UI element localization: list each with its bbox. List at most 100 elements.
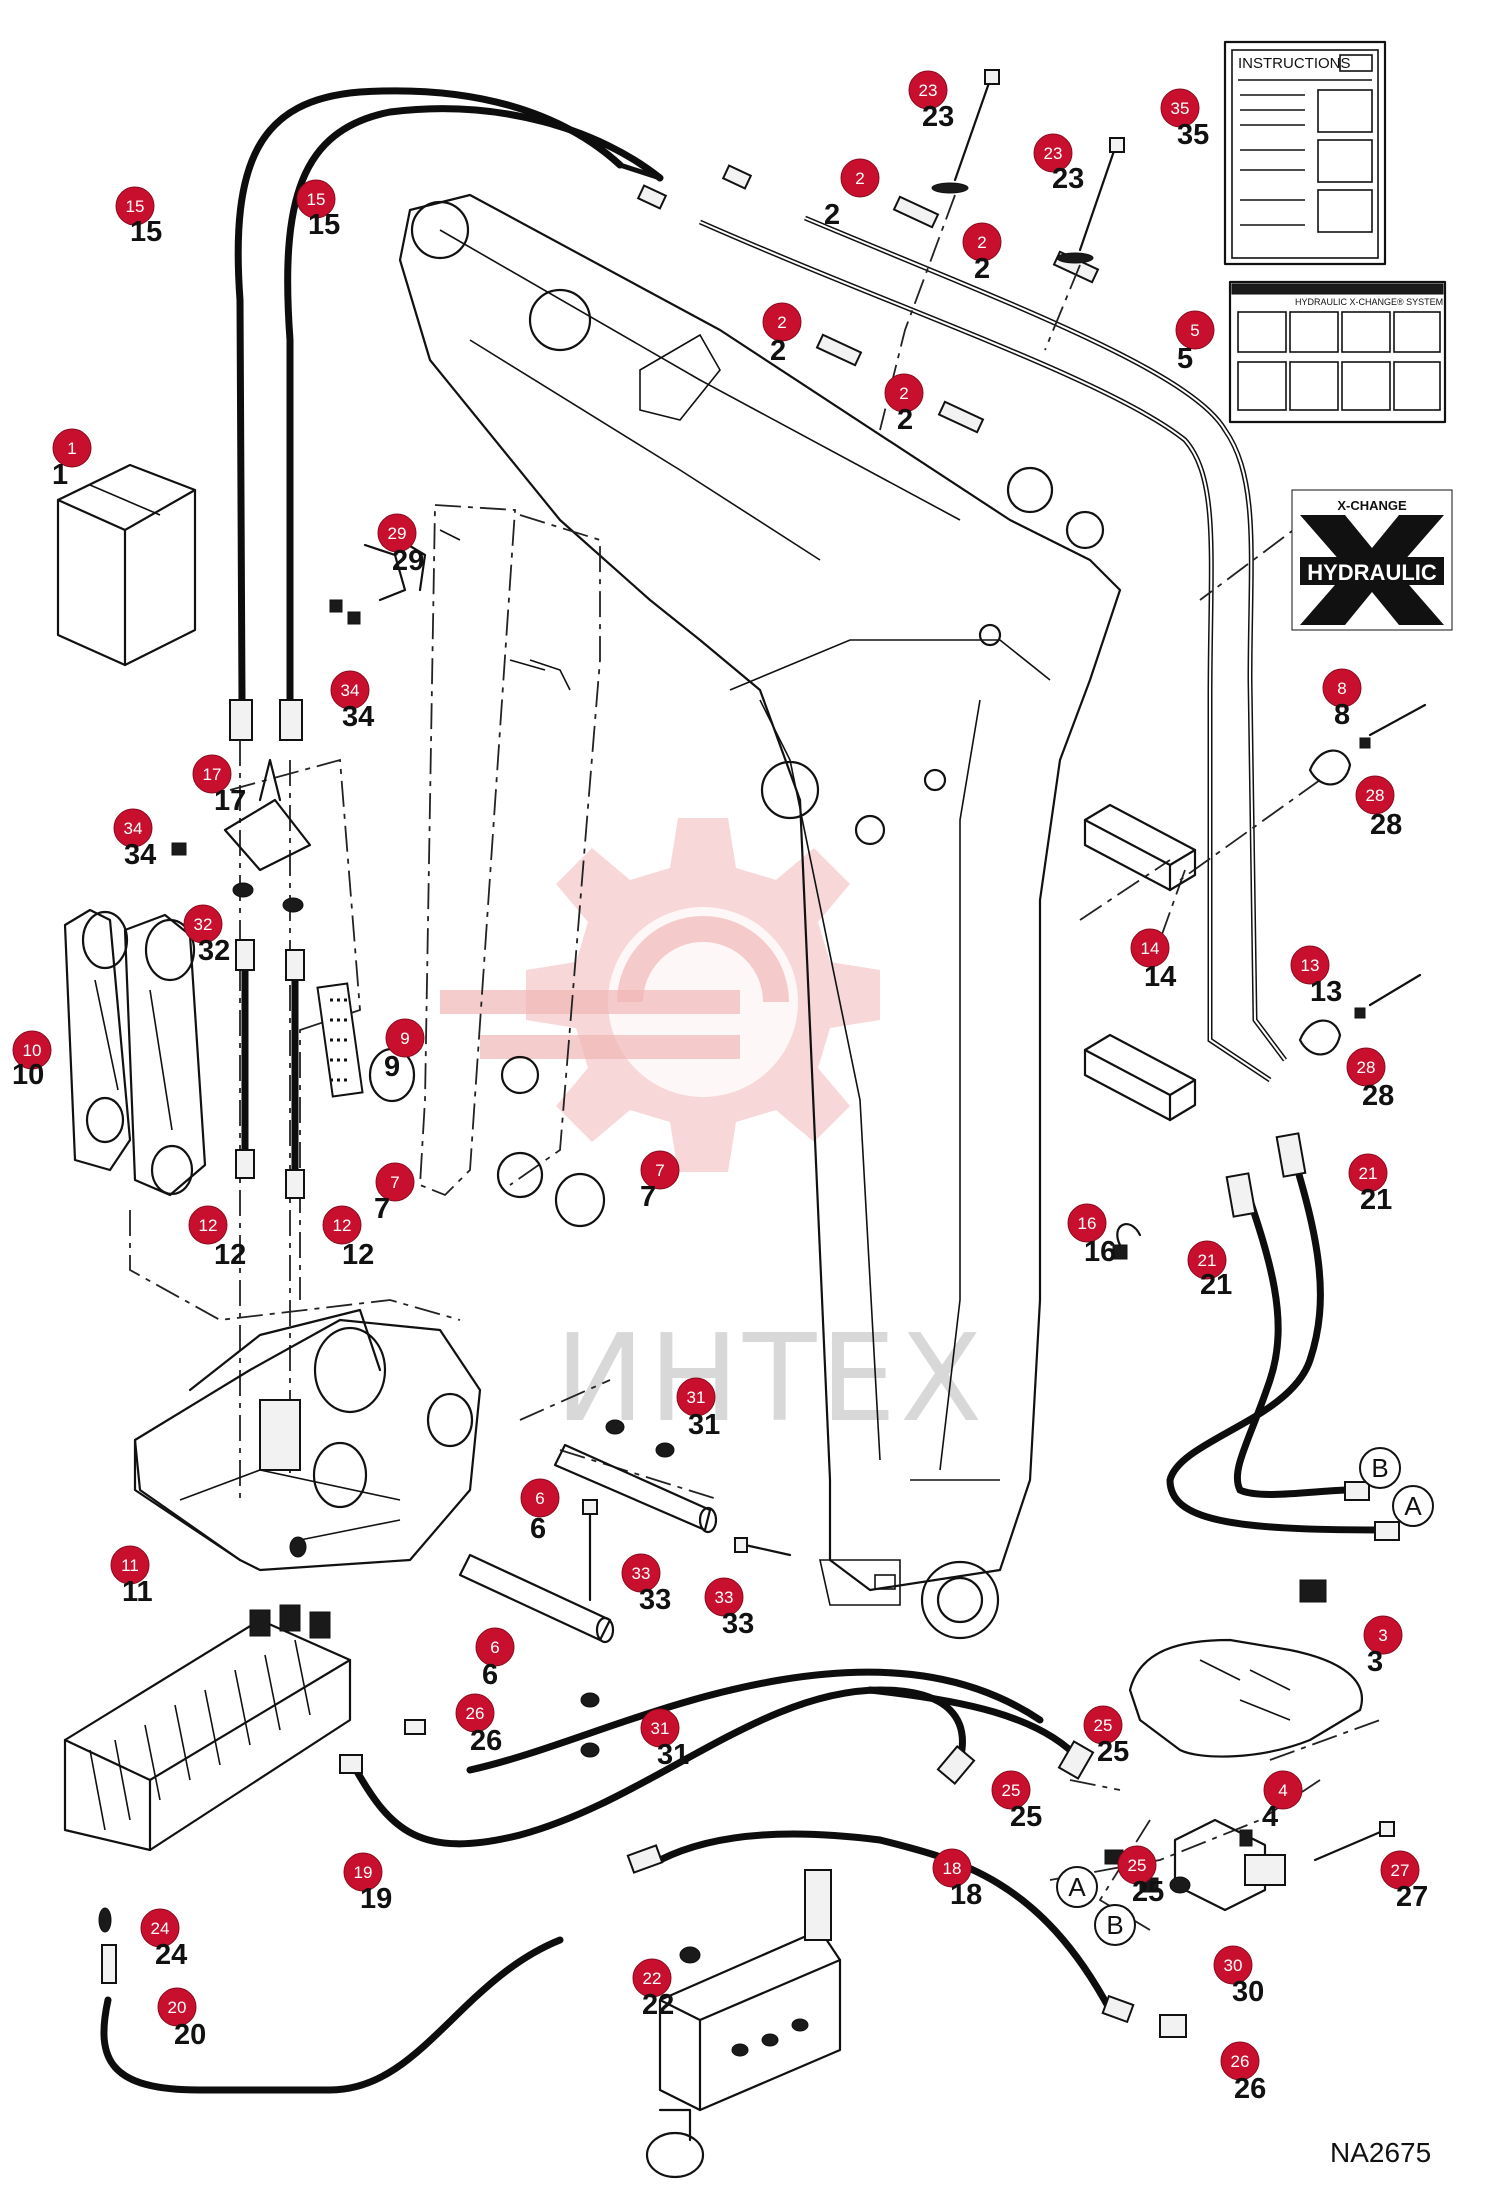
tube-clamp-blocks: [1083, 803, 1197, 1260]
bolt-23-set: [931, 69, 1125, 264]
callout-1: 11: [52, 428, 92, 491]
callout-8: 88: [1322, 668, 1362, 731]
callout-badge-number: 2: [899, 384, 908, 403]
callout-badge-number: 2: [777, 313, 786, 332]
callout-5: 55: [1175, 310, 1215, 375]
callout-number: 14: [1144, 961, 1176, 993]
callout-number: 6: [482, 1659, 498, 1691]
callout-badge: [1263, 1770, 1303, 1810]
callout-2: 22: [884, 373, 924, 436]
callout-badge: [385, 1018, 425, 1058]
callout-number: 12: [342, 1239, 374, 1271]
kit-box: [56, 463, 197, 667]
diagram-code: NA2675: [1330, 2137, 1431, 2168]
sleeve-9-and-orings: [316, 982, 606, 1228]
callout-number: 17: [214, 785, 246, 817]
callout-badge: [1355, 775, 1395, 815]
callout-badge: [1067, 1203, 1107, 1243]
manifold-block: [645, 1869, 842, 2179]
callout-badge: [1380, 1850, 1420, 1890]
watermark-text: ИНТЕХ: [555, 1310, 986, 1449]
system-decal: HYDRAULIC X-CHANGE® SYSTEM: [1228, 280, 1447, 424]
callout-badge-number: 4: [1278, 1781, 1287, 1800]
port-b-top: B: [1359, 1447, 1401, 1489]
callout-4: 44: [1262, 1770, 1303, 1833]
hoses-lower: [98, 1668, 1187, 2094]
callout-badge: [704, 1577, 744, 1617]
callout-badge: [1187, 1240, 1227, 1280]
callout-badge-number: 24: [151, 1919, 170, 1938]
callout-badge: [962, 222, 1002, 262]
callout-badge: [1160, 88, 1200, 128]
callout-badge: [183, 904, 223, 944]
callout-number: 3: [1367, 1646, 1383, 1678]
callout-badge-number: 6: [535, 1489, 544, 1508]
callout-2: 22: [962, 222, 1002, 285]
callout-badge: [1083, 1705, 1123, 1745]
svg-text:B: B: [1106, 1910, 1123, 1940]
callout-number: 4: [1262, 1801, 1278, 1833]
callout-number: 25: [1010, 1801, 1042, 1833]
callout-badge: [1117, 1845, 1157, 1885]
callout-number: 33: [639, 1584, 671, 1616]
callout-badge: [908, 70, 948, 110]
callout-number: 7: [640, 1181, 656, 1213]
callout-number: 28: [1370, 809, 1402, 841]
callout-badge-number: 29: [388, 524, 407, 543]
callout-number: 19: [360, 1883, 392, 1915]
callout-badge: [52, 428, 92, 468]
callout-badge: [1033, 133, 1073, 173]
callout-number: 34: [342, 701, 374, 733]
dipper-arm: [419, 504, 601, 1199]
callout-badge-number: 11: [121, 1556, 139, 1575]
callout-number: 2: [770, 335, 786, 367]
callout-number: 31: [688, 1409, 720, 1441]
callout-badge-number: 7: [655, 1161, 664, 1180]
x-change-decal: X-CHANGE HYDRAULIC: [1291, 489, 1453, 631]
clamps-28: [1298, 703, 1427, 1056]
callout-badge: [110, 1545, 150, 1585]
callout-badge-number: 2: [855, 169, 864, 188]
callout-badge: [1175, 310, 1215, 350]
callout-badge-number: 22: [643, 1969, 662, 1988]
pins-and-bolts: [458, 1419, 792, 1758]
bracket-17: [171, 758, 312, 913]
callout-number: 20: [174, 2019, 206, 2051]
callout-number: 18: [950, 1879, 982, 1911]
hose-12-pair: [235, 939, 305, 1199]
port-b-bottom: B: [1094, 1904, 1136, 1946]
watermark-gear-logo: [440, 818, 880, 1172]
callout-badge: [676, 1377, 716, 1417]
callout-number: 11: [122, 1576, 153, 1608]
callout-badge-number: 14: [1141, 939, 1160, 958]
callout-badge: [632, 1958, 672, 1998]
callout-badge: [377, 513, 417, 553]
callout-layer: 1122222222334455666677778899101011111212…: [12, 70, 1428, 2105]
instructions-title: INSTRUCTIONS: [1238, 55, 1351, 72]
callout-number: 23: [922, 101, 954, 133]
callout-badge-number: 28: [1366, 786, 1385, 805]
callout-badge-number: 23: [919, 81, 938, 100]
callout-badge: [640, 1150, 680, 1190]
callout-badge: [932, 1848, 972, 1888]
callout-number: 5: [1177, 343, 1193, 375]
callout-badge: [1322, 668, 1362, 708]
callout-number: 35: [1177, 119, 1209, 151]
hose-21-pair: [1166, 1132, 1400, 1541]
